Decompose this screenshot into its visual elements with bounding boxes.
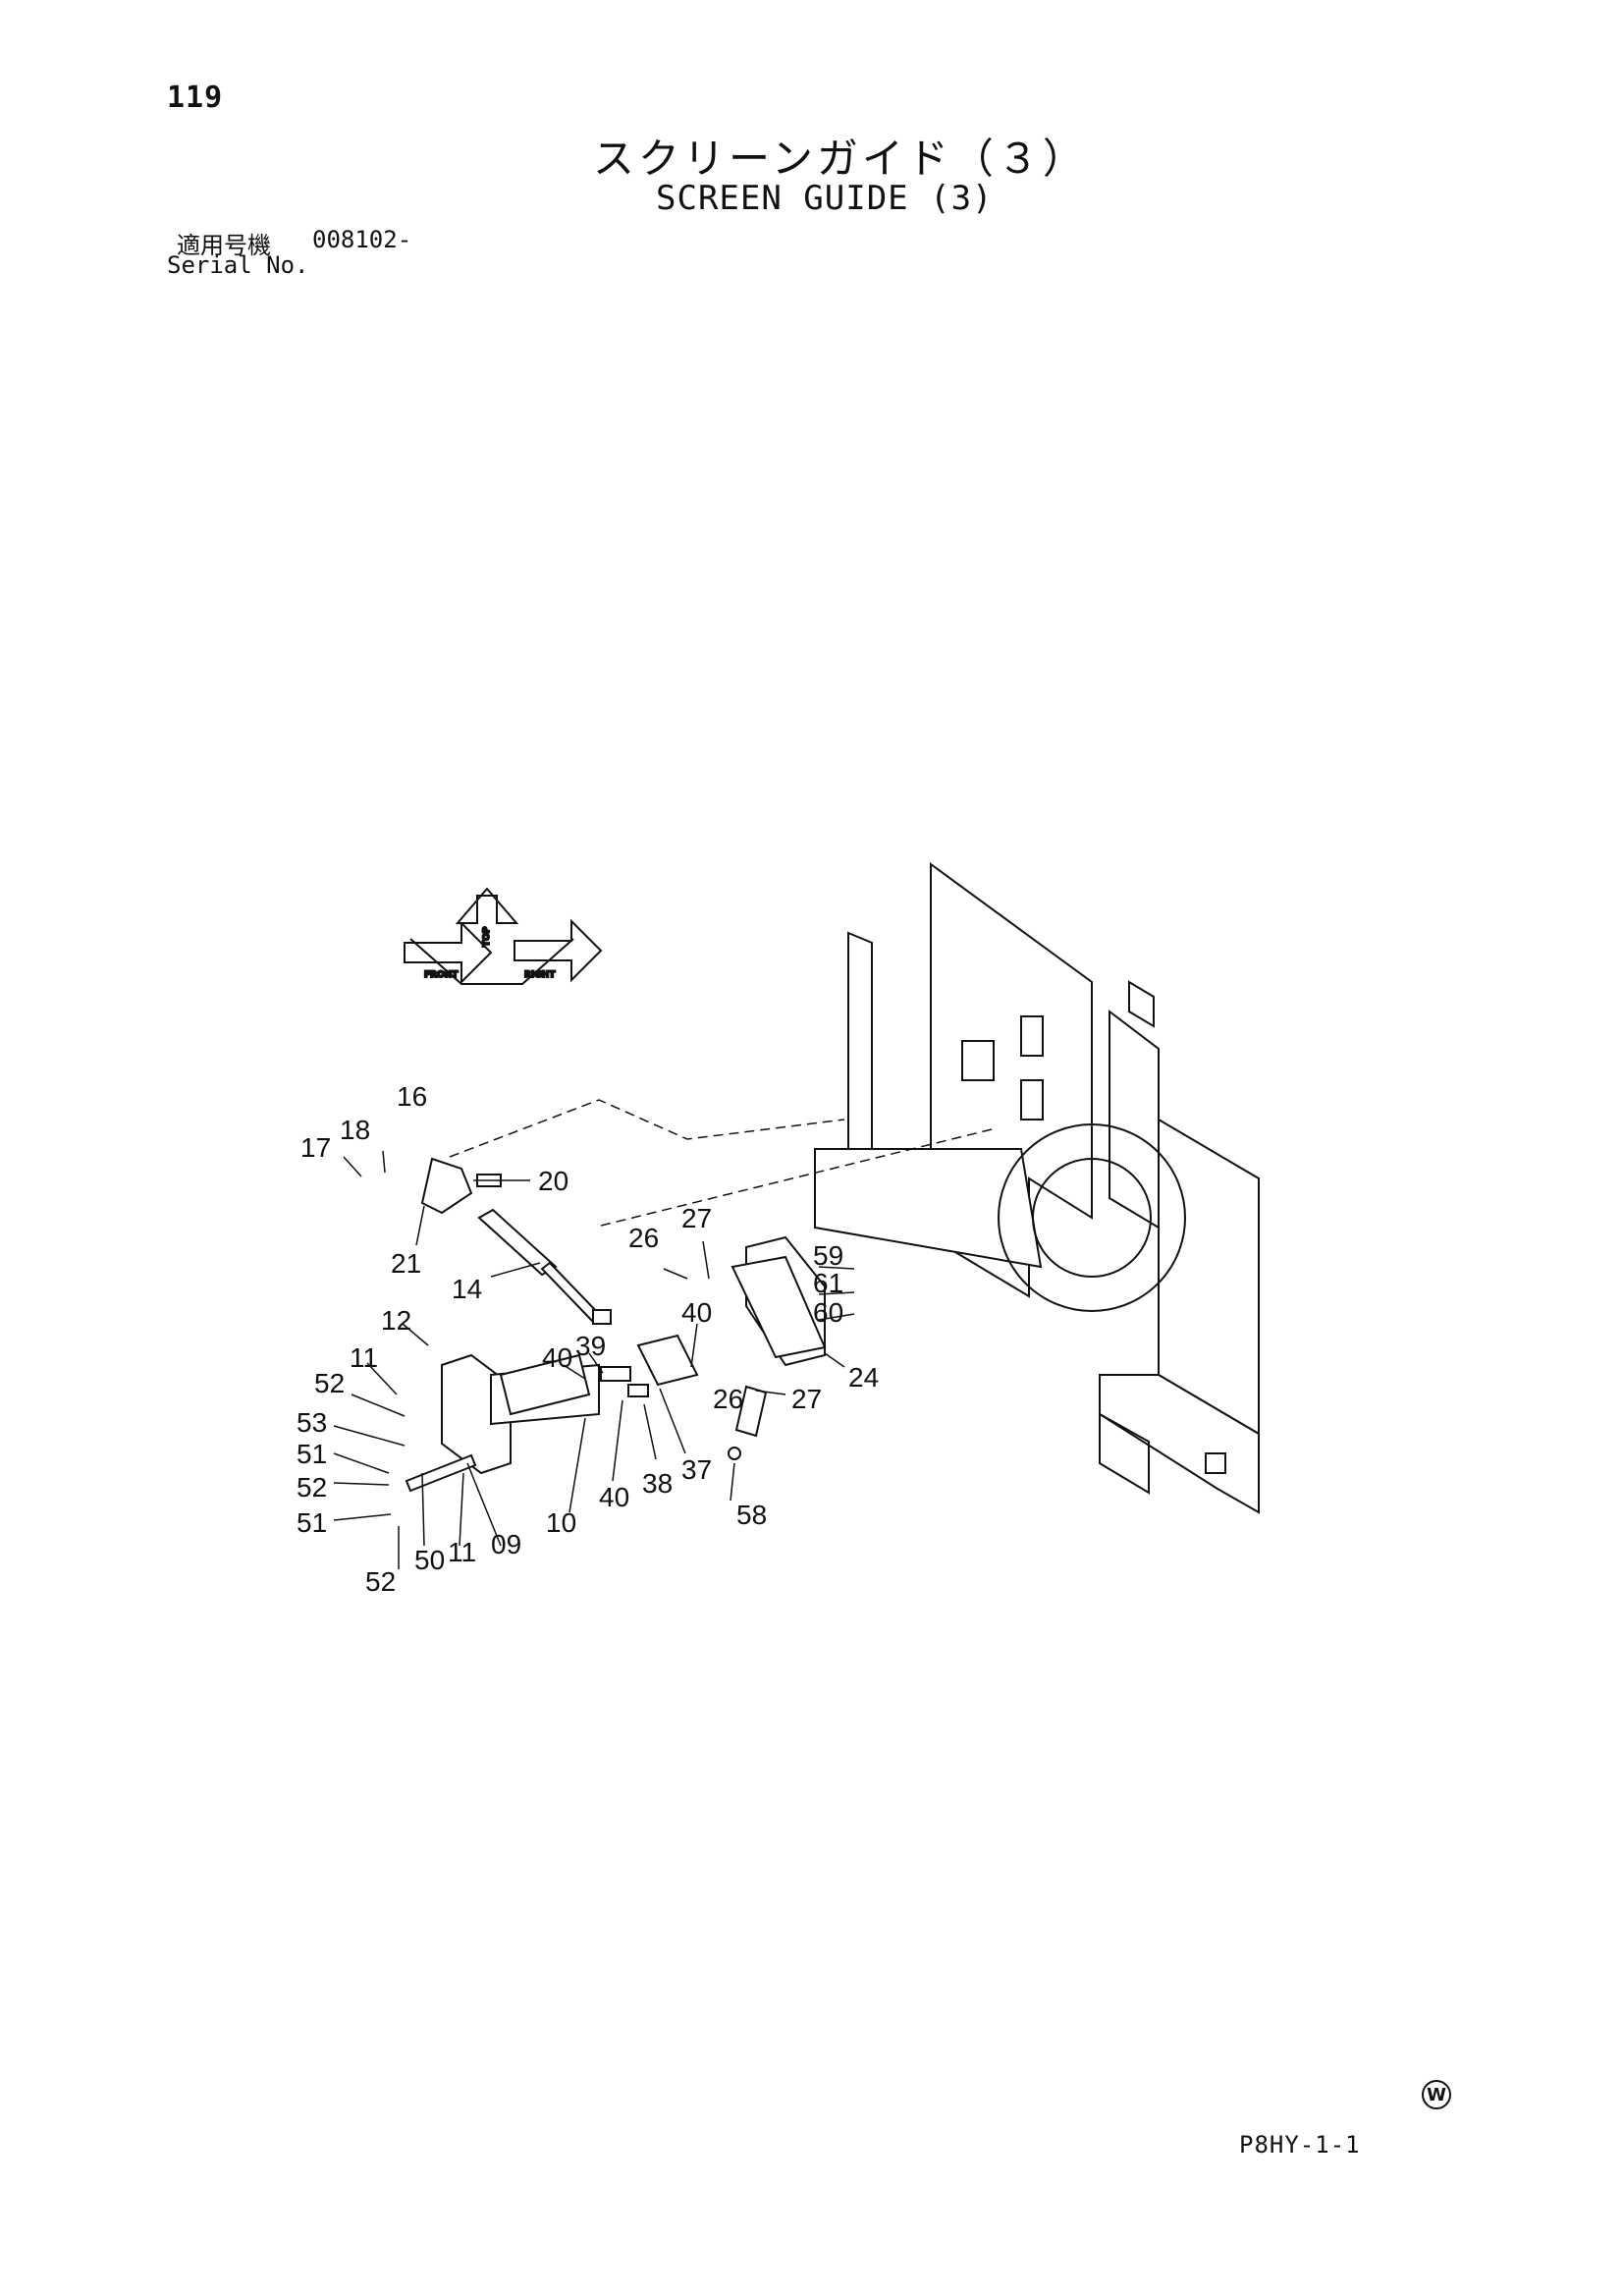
callout-38: 38 xyxy=(642,1468,673,1499)
leader-dashed xyxy=(449,1099,845,1158)
leader-dashed-2 xyxy=(600,1128,993,1227)
main-frame-assembly xyxy=(814,862,1260,1514)
callout-51-upper: 51 xyxy=(297,1439,327,1469)
direction-label-front: FRONT xyxy=(424,970,459,980)
callout-39: 39 xyxy=(575,1331,606,1361)
callout-27: 27 xyxy=(681,1203,712,1233)
callout-60: 60 xyxy=(813,1297,843,1328)
latch-assembly xyxy=(600,1334,768,1460)
callout-40-lower: 40 xyxy=(599,1482,629,1512)
serial-label-en: Serial No. xyxy=(167,251,309,279)
serial-number-value: 008102- xyxy=(312,226,412,253)
callout-leaders xyxy=(333,1150,855,1569)
callout-11-lower: 11 xyxy=(448,1537,476,1567)
w-mark-icon: W xyxy=(1422,2080,1451,2109)
bracket-plate xyxy=(441,1353,600,1475)
gas-cylinder-14 xyxy=(477,1208,612,1325)
callout-20: 20 xyxy=(538,1166,568,1196)
page-title-jp: スクリーンガイド（３） xyxy=(593,135,1088,183)
shaft-50 xyxy=(405,1453,477,1493)
callout-16: 16 xyxy=(397,1081,427,1112)
callout-27-lower: 27 xyxy=(791,1384,822,1414)
callout-10: 10 xyxy=(546,1507,576,1538)
callout-09: 09 xyxy=(491,1529,521,1559)
page-number: 119 xyxy=(167,81,224,115)
callout-14: 14 xyxy=(452,1274,482,1304)
page-title-en: SCREEN GUIDE (3) xyxy=(656,179,994,218)
callout-50: 50 xyxy=(414,1545,445,1575)
direction-label-right: RIGHT xyxy=(524,970,556,980)
serial-label-jp: 適用号機 xyxy=(177,232,271,259)
callout-18: 18 xyxy=(340,1115,370,1145)
callout-17: 17 xyxy=(300,1132,331,1163)
callout-53: 53 xyxy=(297,1407,327,1438)
callout-26: 26 xyxy=(628,1223,659,1253)
callout-11-upper: 11 xyxy=(350,1342,378,1373)
document-code: P8HY-1-1 xyxy=(1239,2131,1361,2159)
callout-52-middle: 52 xyxy=(297,1472,327,1503)
callout-37: 37 xyxy=(681,1454,712,1485)
bracket-24 xyxy=(730,1235,827,1367)
callout-40-middle: 40 xyxy=(542,1342,572,1373)
callout-52-upper: 52 xyxy=(314,1368,345,1398)
callout-58: 58 xyxy=(736,1500,767,1530)
callout-12: 12 xyxy=(381,1305,411,1336)
direction-label-top: TOP xyxy=(482,926,492,947)
callout-24: 24 xyxy=(848,1362,879,1393)
callout-59: 59 xyxy=(813,1240,843,1271)
callout-51-lower: 51 xyxy=(297,1507,327,1538)
bracket-16 xyxy=(420,1157,473,1215)
callout-21: 21 xyxy=(391,1248,421,1279)
callout-labels: 16 17 18 20 21 14 26 27 59 61 60 40 12 1… xyxy=(297,1081,879,1597)
direction-indicator-icon: FRONT RIGHT TOP xyxy=(404,887,603,985)
callout-26-lower: 26 xyxy=(713,1384,743,1414)
callout-52-lower: 52 xyxy=(365,1566,396,1597)
callout-40-upper: 40 xyxy=(681,1297,712,1328)
callout-61: 61 xyxy=(813,1268,843,1298)
